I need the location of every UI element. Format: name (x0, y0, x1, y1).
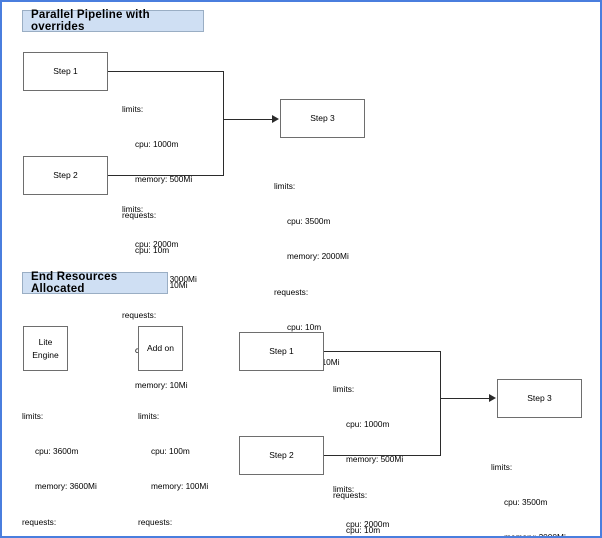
requests-cpu: cpu: 10m (287, 321, 322, 332)
connector-bottom-step2-horizontal (324, 455, 441, 457)
limits-label: limits: (333, 483, 355, 494)
section-title-parallel-pipeline: Parallel Pipeline with overrides (22, 9, 204, 33)
node-label: Step 3 (310, 113, 335, 124)
connector-bottom-step1-horizontal (324, 351, 441, 353)
section-title-text: End Resources Allocated (31, 271, 118, 295)
limits-label: limits: (122, 103, 144, 114)
connector-top-vertical (223, 71, 225, 176)
node-add-on[interactable]: Add on (138, 326, 183, 371)
resources-bottom-step1: limits: cpu: 1000m memory: 500Mi request… (333, 360, 404, 536)
requests-cpu: cpu: 10m (135, 244, 170, 255)
limits-cpu: cpu: 100m (151, 445, 190, 456)
limits-memory: memory: 500Mi (135, 174, 193, 185)
node-bottom-step3[interactable]: Step 3 (497, 379, 582, 418)
limits-label: limits: (274, 180, 296, 191)
node-top-step1[interactable]: Step 1 (23, 52, 108, 91)
node-top-step3[interactable]: Step 3 (280, 99, 365, 138)
arrowhead-bottom-step3 (489, 394, 496, 402)
node-lite-engine[interactable]: Lite Engine (23, 326, 68, 371)
section-title-text: Parallel Pipeline with overrides (31, 9, 150, 33)
requests-label: requests: (122, 209, 157, 220)
limits-cpu: cpu: 2000m (346, 518, 390, 529)
limits-memory: memory: 100Mi (151, 481, 209, 492)
node-label: Step 1 (53, 66, 78, 77)
node-label: Step 2 (269, 450, 294, 461)
limits-cpu: cpu: 1000m (346, 418, 390, 429)
resources-top-step2: limits: cpu: 2000m memory: 3000Mi reques… (122, 180, 197, 416)
node-label-line1: Lite (38, 337, 53, 348)
requests-label: requests: (122, 309, 157, 320)
connector-top-to-step3 (223, 119, 274, 121)
limits-memory: memory: 2000Mi (504, 532, 566, 538)
limits-label: limits: (333, 383, 355, 394)
resources-bottom-step3: limits: cpu: 3500m memory: 2000Mi reques… (491, 438, 566, 538)
limits-cpu: cpu: 3600m (35, 445, 79, 456)
limits-cpu: cpu: 3500m (287, 215, 331, 226)
arrowhead-top-step3 (272, 115, 279, 123)
requests-label: requests: (274, 286, 309, 297)
node-label: Step 2 (53, 170, 78, 181)
node-label: Step 1 (269, 346, 294, 357)
resources-add-on: limits: cpu: 100m memory: 100Mi requests… (138, 387, 209, 536)
limits-label: limits: (491, 461, 513, 472)
requests-label: requests: (22, 516, 57, 527)
limits-label: limits: (22, 410, 44, 421)
limits-cpu: cpu: 3500m (504, 496, 548, 507)
node-label-line2: Engine (32, 349, 59, 360)
connector-top-step2-horizontal (108, 175, 224, 177)
limits-label: limits: (138, 410, 160, 421)
resources-lite-engine: limits: cpu: 3600m memory: 3600Mi reques… (22, 387, 97, 536)
limits-cpu: cpu: 1000m (135, 138, 179, 149)
limits-memory: memory: 3600Mi (35, 481, 97, 492)
limits-label: limits: (122, 203, 144, 214)
node-bottom-step2[interactable]: Step 2 (239, 436, 324, 475)
limits-memory: memory: 500Mi (346, 454, 404, 465)
resources-bottom-step2: limits: cpu: 2000m memory: 3000Mi reques… (333, 460, 408, 536)
requests-label: requests: (333, 489, 368, 500)
section-title-end-resources-allocated: End Resources Allocated (22, 271, 168, 295)
requests-label: requests: (138, 516, 173, 527)
requests-cpu: cpu: 10m (346, 524, 381, 535)
connector-top-step1-horizontal (108, 71, 224, 73)
connector-bottom-to-step3 (440, 398, 491, 400)
limits-memory: memory: 2000Mi (287, 251, 349, 262)
node-label: Step 3 (527, 393, 552, 404)
requests-memory: memory: 10Mi (135, 380, 188, 391)
node-label: Add on (147, 343, 174, 354)
connector-bottom-vertical (440, 351, 442, 456)
limits-cpu: cpu: 2000m (135, 238, 179, 249)
node-top-step2[interactable]: Step 2 (23, 156, 108, 195)
node-bottom-step1[interactable]: Step 1 (239, 332, 324, 371)
